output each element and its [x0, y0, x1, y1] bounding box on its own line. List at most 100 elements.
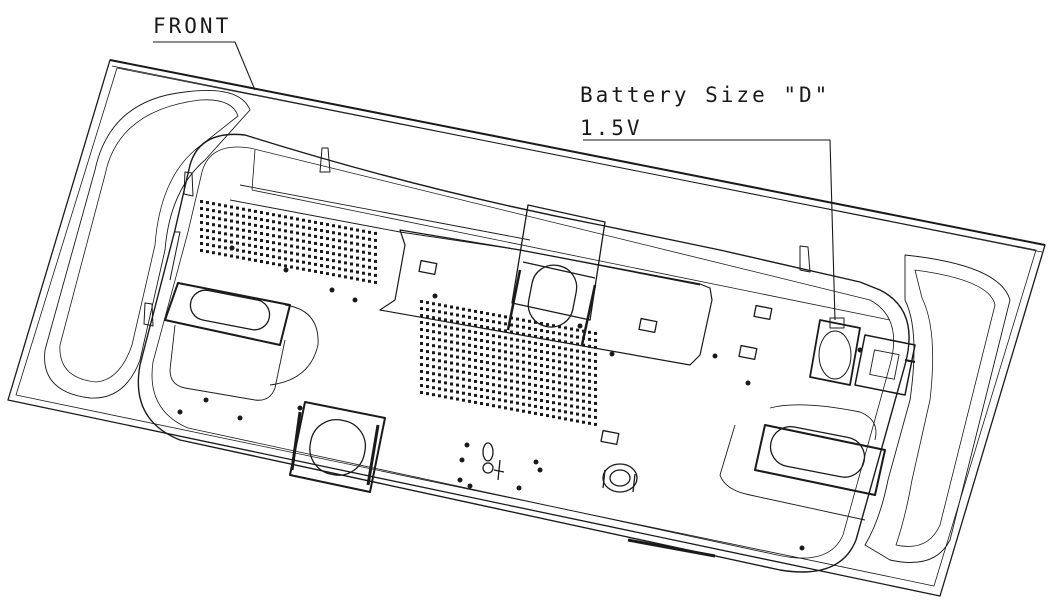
vent-hole [444, 325, 447, 329]
vent-hole [582, 413, 585, 417]
vent-hole [326, 272, 329, 276]
vent-hole [308, 247, 311, 251]
vent-hole [522, 388, 525, 392]
vent-hole [462, 384, 465, 388]
vent-hole [552, 394, 555, 398]
vent-hole [474, 372, 477, 376]
vent-hole [212, 230, 215, 234]
vent-hole [588, 372, 591, 376]
vent-hole [594, 401, 597, 405]
vent-hole [266, 219, 269, 223]
vent-hole [558, 360, 561, 364]
vent-hole [522, 367, 525, 371]
vent-hole [444, 388, 447, 392]
vent-hole [552, 331, 555, 335]
vent-hole [456, 355, 459, 359]
vent-hole [492, 390, 495, 394]
vent-hole [504, 322, 507, 326]
vent-hole [338, 239, 341, 243]
vent-hole [468, 357, 471, 361]
vent-hole [528, 410, 531, 414]
vent-hole [504, 357, 507, 361]
vent-hole [242, 214, 245, 218]
vent-hole [576, 391, 579, 395]
vent-hole [362, 271, 365, 275]
vent-hole [594, 359, 597, 363]
vent-hole [498, 314, 501, 318]
vent-hole [540, 329, 543, 332]
vent-hole [510, 344, 513, 348]
vent-hole [444, 318, 447, 322]
vent-hole [516, 338, 519, 342]
vent-hole [570, 355, 573, 359]
vent-hole [492, 383, 495, 387]
vent-hole [582, 420, 585, 424]
vent-hole [296, 238, 299, 242]
vent-hole [534, 327, 537, 331]
vent-hole [510, 316, 513, 320]
vent-hole [456, 376, 459, 380]
vent-hole [420, 321, 423, 324]
vent-hole [486, 340, 489, 344]
vent-hole [320, 264, 323, 267]
vent-hole [570, 369, 573, 373]
vent-hole [516, 366, 519, 370]
vent-hole [200, 242, 203, 245]
vent-hole [230, 212, 233, 216]
vent-hole [450, 305, 453, 309]
vent-hole [432, 358, 435, 362]
vent-hole [432, 302, 435, 306]
screw-hole [237, 415, 243, 421]
vent-hole [230, 219, 233, 223]
vent-hole [272, 262, 275, 266]
vent-hole [570, 418, 573, 422]
vent-hole [522, 374, 525, 378]
vent-hole [582, 350, 585, 354]
vent-hole [582, 343, 585, 347]
vent-hole [420, 391, 423, 394]
vent-hole [576, 356, 579, 360]
vent-hole [492, 404, 495, 408]
vent-hole [582, 385, 585, 389]
vent-hole [260, 218, 263, 221]
vent-hole [492, 355, 495, 359]
vent-hole [582, 406, 585, 410]
vent-hole [534, 369, 537, 373]
vent-hole [522, 360, 525, 364]
vent-hole [480, 374, 483, 377]
vent-hole [420, 384, 423, 387]
vent-hole [546, 323, 549, 327]
vent-hole [332, 259, 335, 263]
vent-hole [564, 368, 567, 372]
vent-hole [480, 360, 483, 363]
vent-hole [426, 315, 429, 319]
vent-hole [474, 344, 477, 348]
vent-hole [368, 265, 371, 269]
vent-hole [242, 242, 245, 246]
vent-hole [498, 370, 501, 374]
vent-hole [308, 240, 311, 244]
vent-hole [296, 252, 299, 256]
vent-hole [242, 207, 245, 211]
vent-hole [492, 334, 495, 338]
vent-hole [492, 369, 495, 373]
vent-hole [516, 394, 519, 398]
vent-hole [218, 231, 221, 235]
vent-hole [504, 371, 507, 375]
vent-hole [444, 304, 447, 308]
vent-hole [462, 363, 465, 367]
center-bracket [511, 204, 606, 321]
vent-hole [444, 395, 447, 399]
vent-hole [510, 393, 513, 397]
vent-hole [212, 216, 215, 220]
vent-hole [528, 403, 531, 407]
vent-hole [534, 411, 537, 415]
vent-hole [456, 397, 459, 401]
vent-hole [206, 250, 209, 254]
vent-hole [426, 301, 429, 305]
vent-hole [302, 267, 305, 271]
vent-hole [480, 402, 483, 405]
vent-hole [504, 406, 507, 410]
vent-hole [474, 351, 477, 355]
vent-hole [558, 325, 561, 329]
